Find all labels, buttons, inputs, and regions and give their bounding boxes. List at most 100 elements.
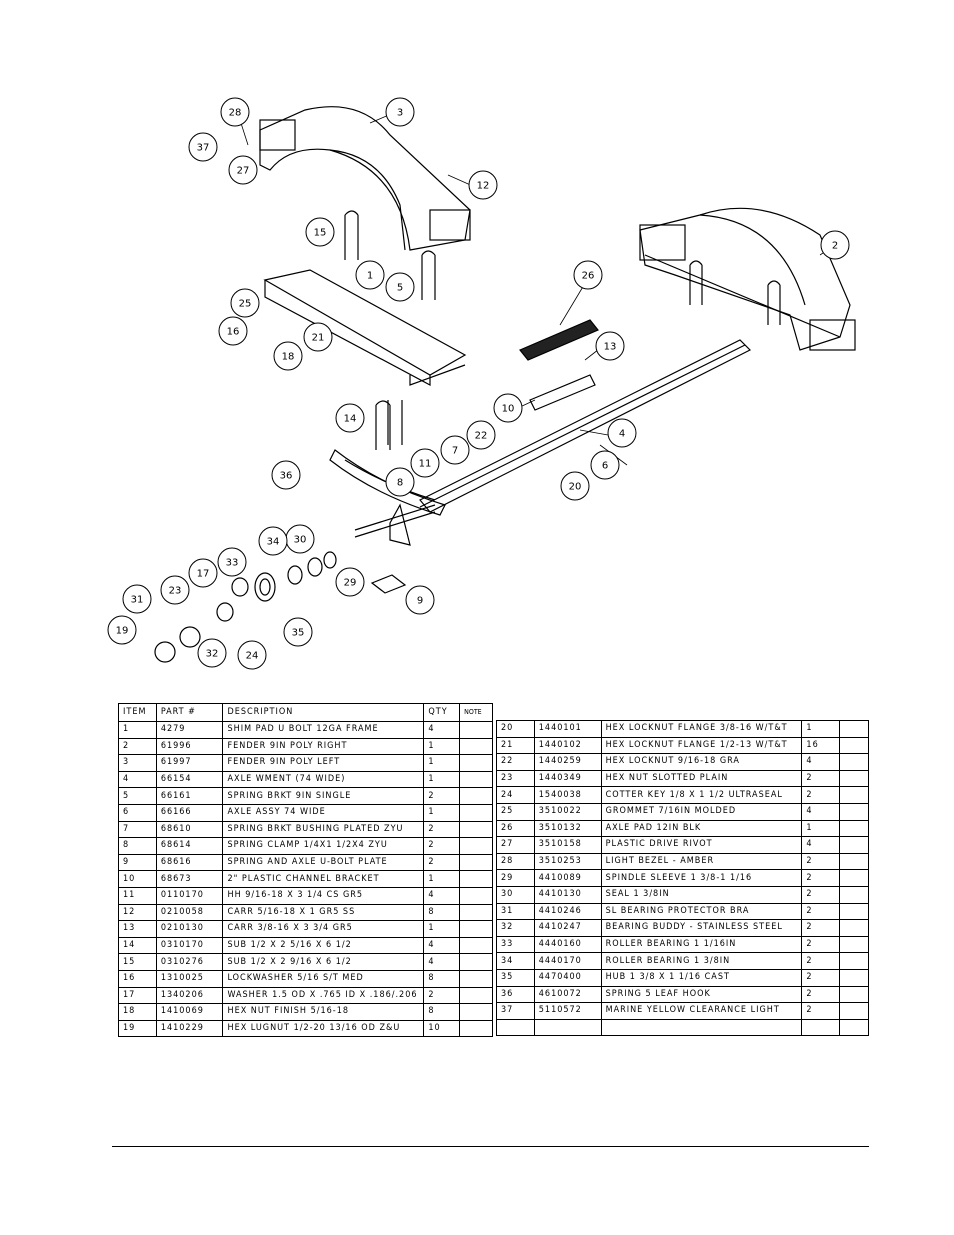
svg-text:27: 27 [237,166,250,177]
svg-text:29: 29 [344,578,357,589]
cell-part: 4279 [155,721,224,739]
cell-qty: 2 [801,852,841,871]
cell-qty: 1 [423,870,461,888]
callout-5: 5 [385,272,415,302]
cell-qty: 2 [801,985,841,1004]
svg-text:16: 16 [227,327,240,338]
cell-qty: 2 [423,787,461,805]
svg-text:37: 37 [197,143,210,154]
cell-note [839,885,869,904]
cell-item: 23 [496,769,535,788]
cell-part: 1440259 [533,753,602,771]
cell-item: 9 [118,853,157,872]
cell-part: 1440102 [533,736,602,755]
svg-text:23: 23 [169,586,182,597]
svg-text:35: 35 [292,628,305,639]
cell-item: 37 [496,1002,535,1020]
leader-lines [239,111,836,466]
cell-part: 0110170 [155,886,224,905]
svg-text:4: 4 [619,429,625,440]
cell-part [533,1018,602,1037]
cell-description: SPRING CLAMP 1/4X1 1/2X4 ZYU [222,837,425,855]
cell-qty: 8 [423,969,461,988]
cell-qty: 8 [423,1003,461,1021]
svg-text:12: 12 [477,181,490,192]
cell-note [459,754,493,772]
cell-item: 15 [118,953,157,971]
callout-10: 10 [493,393,523,423]
cell-qty: 2 [423,986,461,1005]
cell-part: 66154 [155,770,224,789]
cell-item: 19 [118,1019,157,1038]
callouts: 1234567891011121314151617181920212223242… [107,97,850,670]
callout-22: 22 [466,420,496,450]
cell-description: ROLLER BEARING 1 3/8IN [600,952,803,970]
cell-note [839,1002,869,1020]
callout-13: 13 [595,331,625,361]
svg-text:8: 8 [397,478,403,489]
svg-text:14: 14 [344,414,357,425]
table-row [496,1018,869,1037]
callout-32: 32 [197,638,227,668]
callout-35: 35 [283,617,313,647]
cell-qty: 2 [801,919,841,937]
cell-description: SPRING BRKT 9IN SINGLE [222,787,425,805]
callout-23: 23 [160,575,190,605]
cell-qty: 2 [801,952,841,970]
cell-qty: 1 [423,770,461,789]
cell-part: 1340206 [155,986,224,1005]
header-note: NOTE [459,703,493,722]
cell-qty: 4 [801,753,841,771]
callout-33: 33 [217,547,247,577]
svg-text:22: 22 [475,431,488,442]
cell-item: 27 [496,836,535,854]
cell-part: 4410246 [533,902,602,921]
cell-part: 4470400 [533,968,602,987]
cell-item: 18 [118,1003,157,1021]
cell-part: 4410089 [533,869,602,887]
cell-item: 28 [496,852,535,871]
cell-item: 33 [496,935,535,954]
cell-description: SPRING 5 LEAF HOOK [600,985,803,1004]
cell-description: HEX LUGNUT 1/2-20 13/16 OD Z&U [222,1019,425,1038]
cell-description: HUB 1 3/8 X 1 1/16 CAST [600,968,803,987]
cell-description: MARINE YELLOW CLEARANCE LIGHT [600,1002,803,1020]
svg-text:1: 1 [367,271,373,282]
cell-description [600,1018,803,1037]
cell-part: 3510022 [533,802,602,821]
cell-qty: 2 [801,968,841,987]
cell-note [459,770,493,789]
cell-item: 8 [118,837,157,855]
svg-text:26: 26 [582,271,595,282]
cell-note [459,969,493,988]
cell-part: 5110572 [533,1002,602,1020]
cell-note [839,902,869,921]
cell-part: 1410069 [155,1003,224,1021]
cell-description: 2" PLASTIC CHANNEL BRACKET [222,870,425,888]
cell-description: AXLE PAD 12IN BLK [600,819,803,838]
svg-text:34: 34 [267,537,280,548]
cell-part: 3510132 [533,819,602,838]
cell-qty: 1 [423,920,461,938]
cell-qty: 4 [423,936,461,955]
cell-item: 11 [118,886,157,905]
cell-part: 3510158 [533,836,602,854]
header-part: PART # [155,703,224,722]
callout-24: 24 [237,640,267,670]
